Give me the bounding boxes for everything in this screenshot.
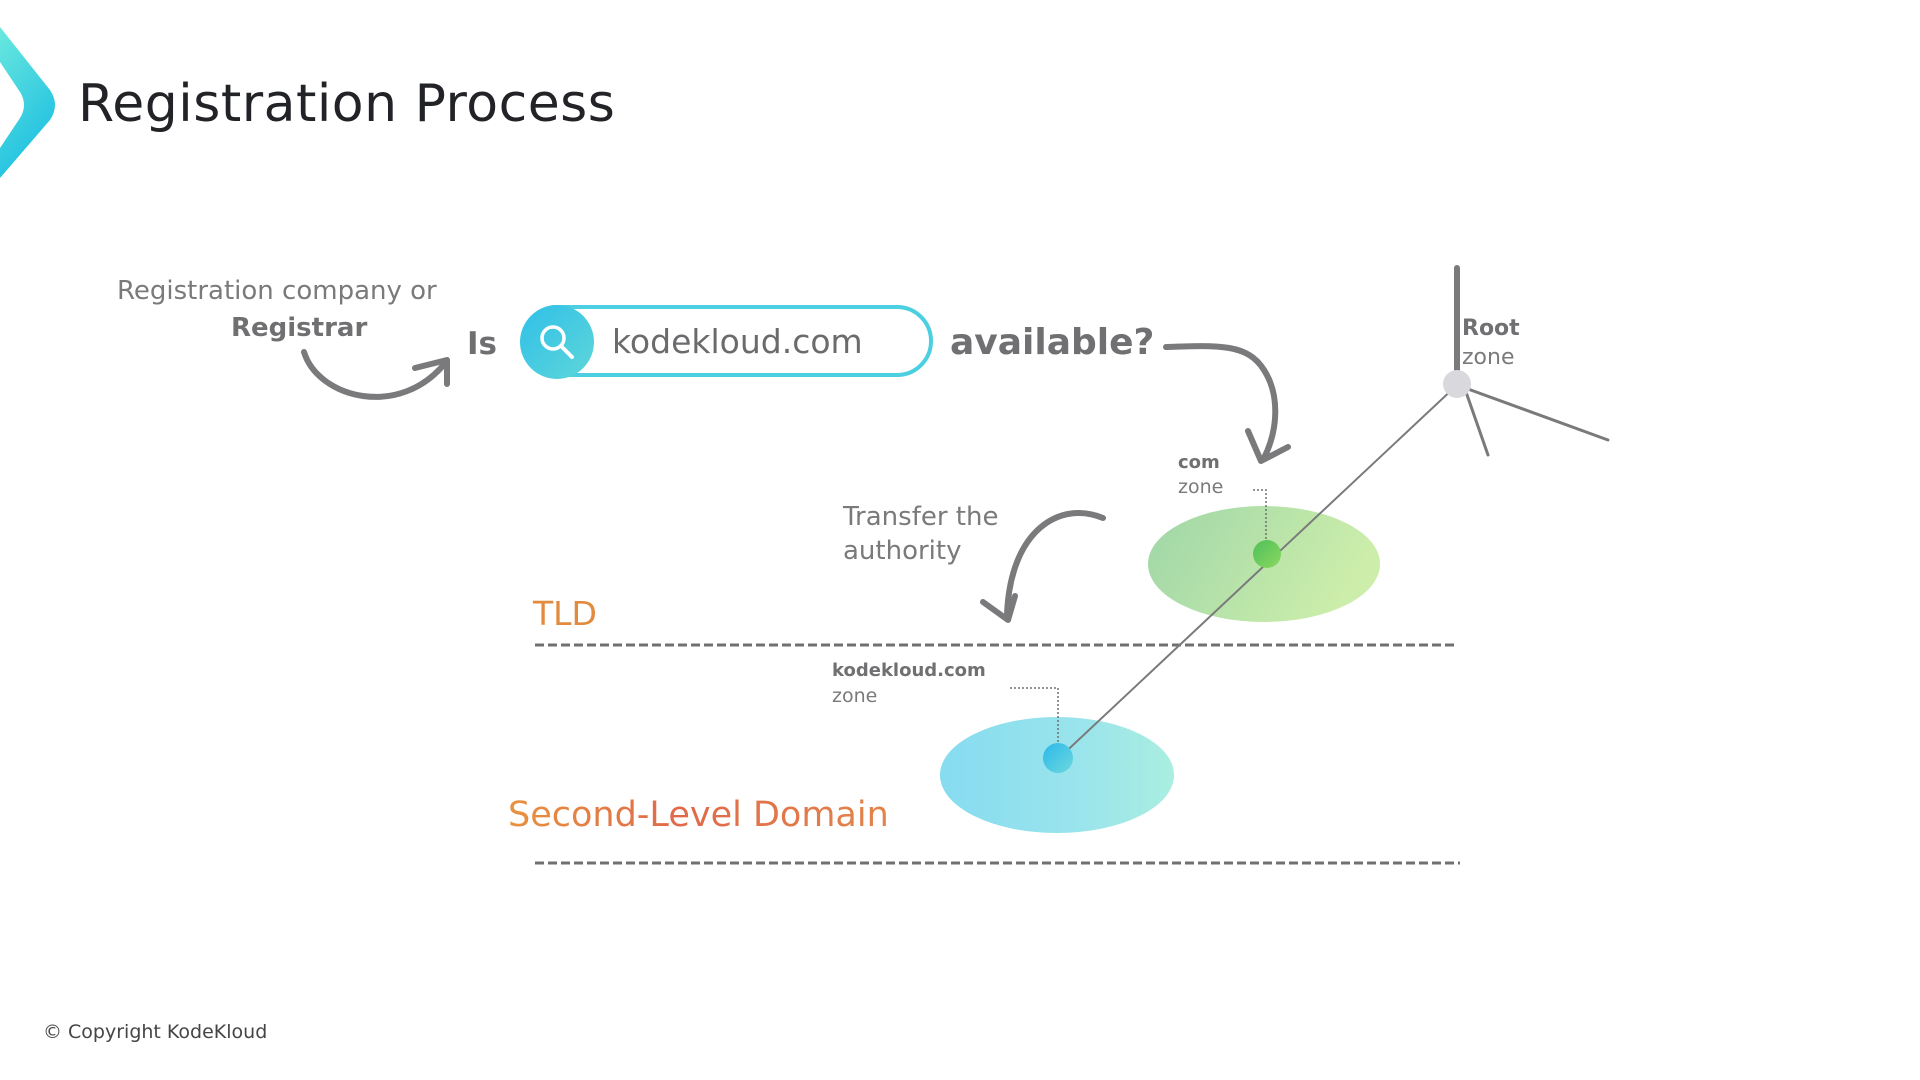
slide-title: Registration Process [78, 74, 616, 134]
search-button[interactable] [520, 305, 594, 379]
lookup-arrow-icon [1163, 343, 1291, 464]
logo-chevron-icon [0, 27, 55, 178]
kodekloud-zone-label: zone [832, 685, 878, 707]
sld-level-label: Second-Level Domain [508, 795, 889, 835]
registrar-arrow-icon [301, 349, 450, 400]
tld-level-label: TLD [533, 594, 597, 633]
registrar-label: Registrar [231, 313, 368, 343]
kodekloud-leader-line [1010, 687, 1059, 758]
com-node [1253, 540, 1281, 568]
query-prefix: Is [467, 326, 497, 362]
query-suffix: available? [950, 322, 1155, 363]
root-node [1443, 370, 1471, 398]
com-zone-name: com [1178, 452, 1220, 473]
kodekloud-zone-name: kodekloud.com [832, 660, 986, 681]
com-leader-line [1253, 489, 1267, 552]
registrar-caption: Registration company or [117, 276, 437, 306]
root-zone-label: zone [1462, 345, 1515, 370]
root-zone-name: Root [1462, 316, 1520, 341]
transfer-note-line1: Transfer the [843, 502, 999, 532]
transfer-arrow-icon [980, 510, 1106, 623]
kodekloud-node [1043, 743, 1073, 773]
copyright-footer: © Copyright KodeKloud [43, 1021, 268, 1043]
transfer-note-line2: authority [843, 536, 962, 566]
root-tree [1056, 265, 1610, 761]
sld-zone-ellipse [940, 717, 1174, 833]
search-icon [540, 325, 574, 359]
domain-search-value[interactable]: kodekloud.com [612, 322, 863, 361]
com-zone-label: zone [1178, 476, 1224, 498]
